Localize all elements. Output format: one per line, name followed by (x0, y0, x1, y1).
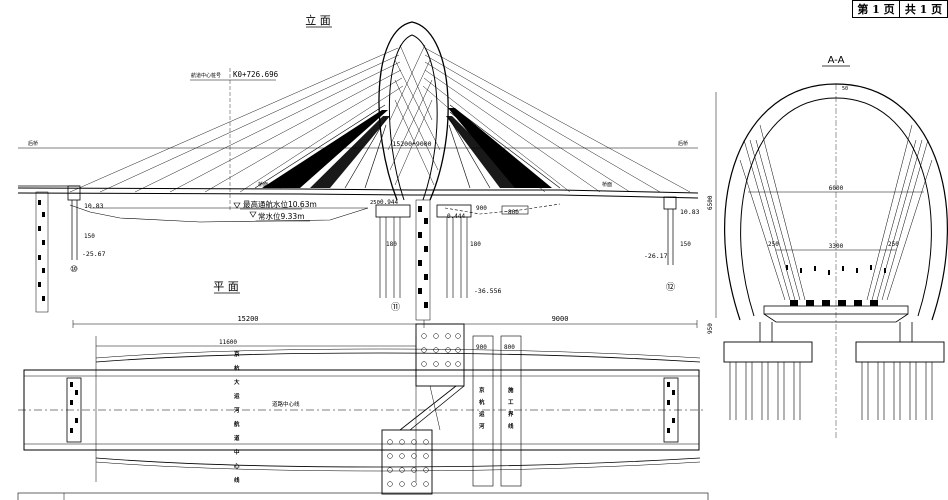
channel-char: 航 (234, 420, 240, 428)
plan-span-right: 9000 (552, 315, 569, 323)
left-dim-150: 150 (84, 233, 95, 240)
page-current-label: 第 1 页 (857, 3, 895, 16)
channel-char: 线 (234, 476, 240, 484)
channel-char: 心 (234, 462, 240, 470)
river-label-column: 京 杭 运 河 (479, 386, 485, 430)
page-current-box: 第 1 页 (852, 0, 900, 18)
section-dim-3300: 3300 (829, 243, 844, 250)
plan-view: 平 面 15200 9000 11600 道路中心线 (17, 280, 709, 500)
river-char: 运 (479, 410, 485, 418)
channel-char: 河 (234, 406, 240, 414)
boundary-char: 工 (508, 399, 514, 406)
channel-label-column: 京 杭 大 运 河 航 道 中 心 线 (234, 350, 240, 484)
water-level-min: 常水位9.33m (258, 211, 305, 221)
pier-dim-180-right: 180 (470, 241, 481, 248)
elev-dim-800: 800 (508, 209, 519, 216)
road-center-label: 道路中心线 (272, 400, 300, 408)
boundary-char: 施 (508, 386, 514, 394)
plan-span-left: 15200 (237, 315, 258, 323)
plan-dim-800: 800 (504, 344, 515, 351)
section-title: A-A (828, 55, 845, 66)
river-char: 京 (479, 386, 485, 394)
channel-char: 大 (234, 378, 240, 386)
plan-title: 平 面 (213, 280, 239, 293)
boundary-char: 线 (508, 422, 514, 430)
elevation-view: 立 面 航道中心桩号 K0+726.696 后桥 后桥 15200+9000 (17, 13, 700, 321)
plan-inner-dim: 11600 (219, 339, 237, 346)
channel-char: 杭 (234, 364, 240, 372)
channel-char: 道 (234, 434, 240, 442)
right-dim-150: 150 (680, 241, 691, 248)
right-pile-tip: -26.17 (644, 252, 668, 260)
pier-right-number: ⑫ (666, 282, 675, 293)
pier-bottom-elev: -36.556 (474, 287, 501, 295)
elevation-title: 立 面 (305, 13, 331, 27)
river-char: 河 (479, 422, 485, 430)
channel-center-station: K0+726.696 (233, 70, 279, 79)
pier-mid-number: ⑪ (391, 302, 400, 313)
pier-elev-left: 0.944 (380, 199, 398, 206)
section-dim-50: 50 (842, 86, 848, 92)
total-span-label: 15200+9000 (392, 140, 431, 148)
channel-char: 中 (234, 448, 240, 456)
page-total-label: 共 1 页 (904, 3, 943, 16)
channel-center-label: 航道中心桩号 (191, 72, 221, 79)
elev-dim-250: 250 (370, 200, 380, 206)
river-char: 杭 (479, 398, 485, 406)
left-abutment-elev: 10.83 (84, 202, 104, 210)
right-abutment-elev: 10.83 (680, 208, 700, 216)
elev-dim-900: 900 (476, 205, 487, 212)
section-view: A-A 6500 6000 3300 250 250 950 50 (707, 55, 948, 440)
page-total-box: 共 1 页 (899, 0, 948, 18)
section-dim-950: 950 (707, 323, 714, 334)
pier-dim-180-left: 180 (386, 241, 397, 248)
right-end-label: 后桥 (678, 140, 688, 147)
pier-elev-right: 0.444 (447, 213, 465, 220)
left-pile-tip: -25.67 (82, 250, 106, 258)
section-dim-6500: 6500 (707, 195, 714, 210)
deck-label: 桥面 (258, 181, 268, 188)
boundary-char: 界 (508, 410, 514, 418)
boundary-label-column: 施 工 界 线 (508, 386, 514, 430)
channel-char: 京 (234, 350, 240, 358)
plan-dim-900: 900 (476, 344, 487, 351)
pier-left-number: ⑩ (70, 265, 78, 275)
deck-label-right: 桥面 (602, 181, 612, 188)
water-level-max: 最高通航水位10.63m (243, 199, 317, 209)
left-end-label: 后桥 (28, 140, 38, 147)
channel-char: 运 (234, 392, 240, 400)
section-dim-250-right: 250 (888, 241, 899, 248)
section-dim-250-left: 250 (768, 241, 779, 248)
